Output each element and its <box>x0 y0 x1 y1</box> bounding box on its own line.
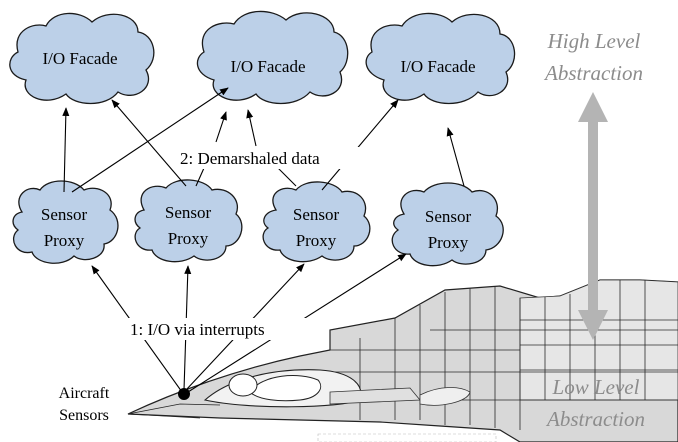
low-level-abstraction-line2: Abstraction <box>545 407 645 431</box>
io-facade-3-label: I/O Facade <box>400 57 475 76</box>
sensor-proxy-1-line2: Proxy <box>44 231 85 250</box>
aircraft-illustration <box>127 279 678 442</box>
sensor-proxy-3 <box>262 181 371 263</box>
io-facade-3 <box>365 12 516 105</box>
sensor-proxy-2-line2: Proxy <box>168 229 209 248</box>
sensor-proxy-3-line1: Sensor <box>293 205 340 224</box>
sensor-proxy-3-line2: Proxy <box>296 231 337 250</box>
sensor-proxy-4-line1: Sensor <box>425 207 472 226</box>
high-level-abstraction-line1: High Level <box>547 29 641 53</box>
sensor-proxy-1-line1: Sensor <box>41 205 88 224</box>
sensor-proxy-4 <box>391 182 504 267</box>
io-facade-2 <box>196 10 349 105</box>
demarshal-arrows <box>62 87 465 193</box>
low-level-abstraction-line1: Low Level <box>552 375 640 399</box>
aircraft-sensors-line1: Aircraft <box>59 385 110 402</box>
sensor-proxy-4-line2: Proxy <box>428 233 469 252</box>
aircraft-sensors-line2: Sensors <box>59 407 109 424</box>
demarshaled-data-label: 2: Demarshaled data <box>180 149 320 168</box>
high-level-abstraction-line2: Abstraction <box>543 61 643 85</box>
abstraction-axis-arrow <box>578 92 608 340</box>
sensor-proxy-2 <box>134 179 243 263</box>
sensor-point <box>178 388 190 400</box>
io-facade-2-label: I/O Facade <box>230 57 305 76</box>
sensor-proxy-1 <box>12 180 119 264</box>
io-facade-1 <box>9 12 155 105</box>
io-facade-1-label: I/O Facade <box>42 49 117 68</box>
io-interrupts-label: 1: I/O via interrupts <box>130 320 265 339</box>
sensor-proxy-2-line1: Sensor <box>165 203 212 222</box>
